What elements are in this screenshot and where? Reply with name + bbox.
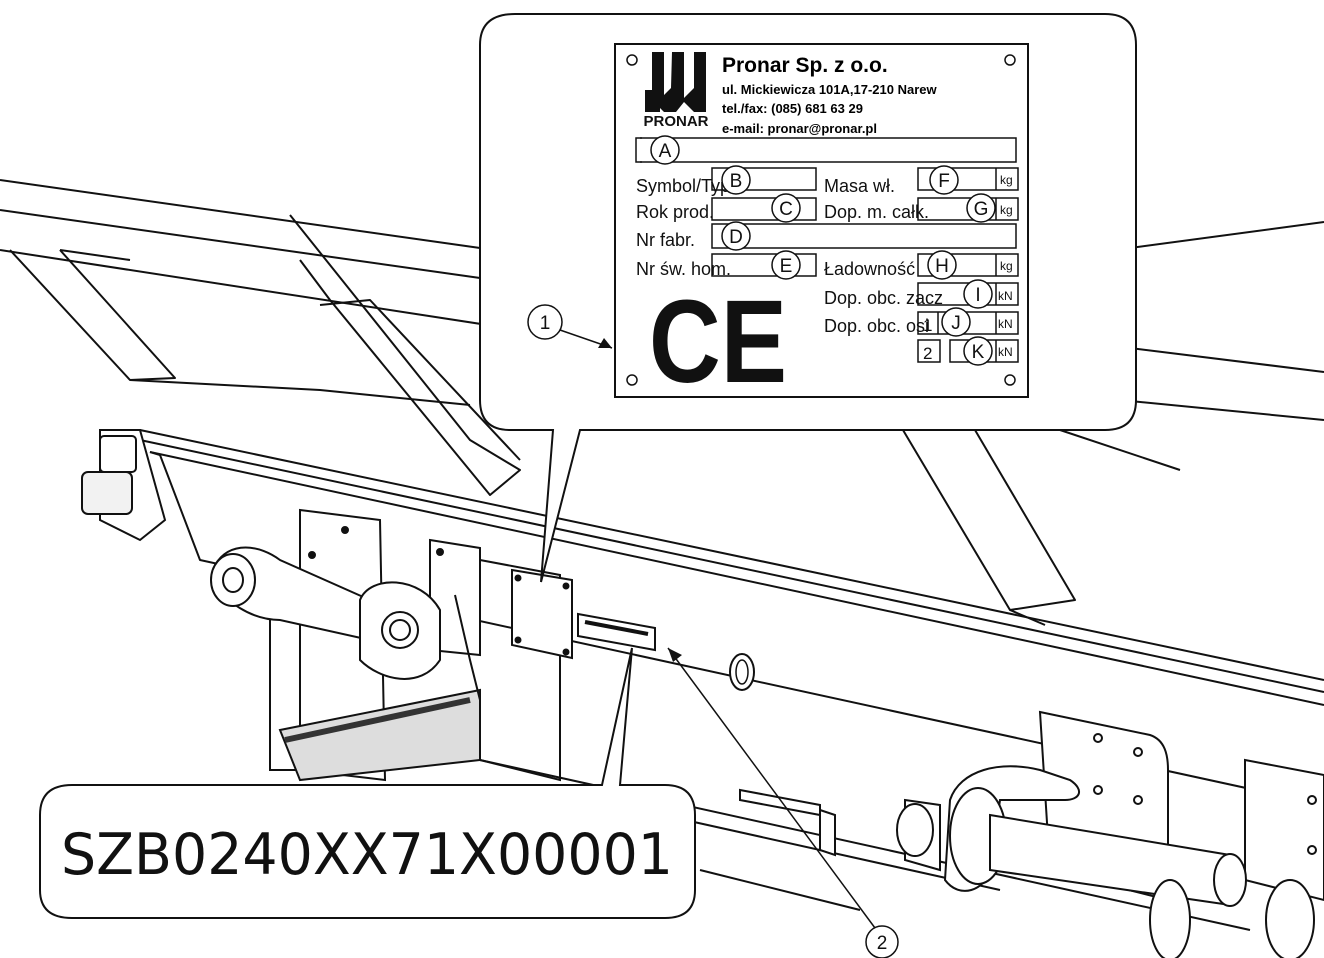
pronar-logo: PRONAR: [643, 52, 709, 130]
axle-number-1: 1: [923, 316, 932, 335]
company-name: Pronar Sp. z o.o.: [722, 54, 888, 77]
label-symbol-typ: Symbol/Typ: [636, 176, 730, 196]
label-masa: Masa wł.: [824, 176, 895, 196]
unit-kg-h: kg: [1000, 259, 1013, 273]
letter-k: K: [972, 342, 985, 363]
label-ladownosc: Ładowność: [824, 259, 915, 279]
label-nr-fabr: Nr fabr.: [636, 230, 695, 250]
label-dop-m-calk: Dop. m. całk.: [824, 202, 929, 222]
letter-h: H: [935, 256, 949, 277]
label-nr-sw-hom: Nr św. hom.: [636, 259, 731, 279]
rear-lamp: [81, 429, 167, 542]
letter-b: B: [730, 171, 743, 192]
letter-g: G: [974, 199, 989, 220]
callout-1: 1: [527, 304, 613, 349]
logo-text: PRONAR: [643, 113, 708, 130]
data-plate-mount: [511, 568, 573, 660]
label-dop-obc-zacz: Dop. obc. zacz: [824, 288, 943, 308]
company-phone: tel./fax: (085) 681 63 29: [722, 101, 863, 116]
letter-d: D: [729, 227, 743, 248]
callout-2-label: 2: [877, 933, 888, 954]
serial-number: SZB0240XX71X00001: [61, 822, 673, 888]
unit-kg-g: kg: [1000, 203, 1013, 217]
callout-2: 2: [667, 647, 899, 958]
label-rok-prod: Rok prod.: [636, 202, 714, 222]
letter-e: E: [780, 256, 793, 277]
serial-sticker: [577, 612, 656, 652]
ce-mark: CE: [649, 276, 787, 408]
axle-number-2: 2: [923, 344, 932, 363]
unit-kn-k: kN: [998, 345, 1013, 359]
company-address: ul. Mickiewicza 101A,17-210 Narew: [722, 82, 938, 97]
letter-c: C: [779, 199, 793, 220]
unit-kg-f: kg: [1000, 173, 1013, 187]
label-dop-obc-osi: Dop. obc. osi: [824, 316, 929, 336]
unit-kn-j: kN: [998, 317, 1013, 331]
support-leg-bracket: [210, 508, 561, 782]
unit-kn-i: kN: [998, 289, 1013, 303]
letter-f: F: [938, 171, 950, 192]
company-email: e-mail: pronar@pronar.pl: [722, 121, 877, 136]
beam-hole: [729, 653, 755, 691]
data-plate: PRONAR Pronar Sp. z o.o. ul. Mickiewicza…: [614, 43, 1029, 408]
letter-i: I: [975, 285, 980, 306]
letter-j: J: [951, 313, 961, 334]
serial-callout-bubble: SZB0240XX71X00001: [39, 647, 696, 919]
right-axle-bracket: [739, 710, 1324, 958]
letter-a: A: [659, 141, 672, 162]
callout-1-label: 1: [540, 313, 551, 334]
